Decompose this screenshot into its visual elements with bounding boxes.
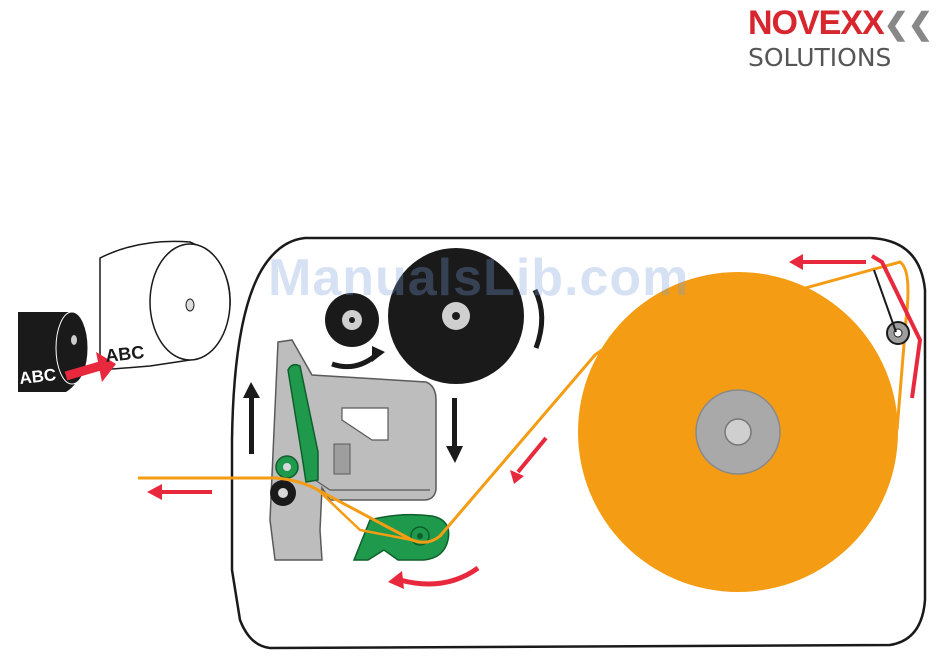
brand-wordmark: NOVEXX	[748, 4, 884, 42]
white-roll-core	[186, 299, 194, 311]
printed-sheet-text: ABC	[104, 342, 145, 366]
label-roll-core	[725, 419, 751, 445]
brand-name: NOVEXX❮❮	[748, 6, 932, 42]
guide-roller-center	[283, 463, 291, 471]
ribbon-rewind-core	[349, 317, 355, 323]
print-roller-center	[278, 488, 288, 498]
dispense-roller-center	[417, 533, 423, 539]
ribbon-down-arrow-shaft	[452, 398, 457, 446]
lift-arrow-shaft	[249, 396, 254, 454]
ribbon-supply-core	[452, 312, 460, 320]
chevrons-icon: ❮❮	[884, 8, 932, 41]
black-ribbon-roll-core	[71, 335, 77, 345]
brand-logo: NOVEXX❮❮ SOLUTIONS	[748, 6, 932, 72]
arrow-exit-head	[147, 484, 162, 500]
brand-subtitle: SOLUTIONS	[748, 44, 932, 72]
mechanism-slot	[334, 444, 350, 474]
ribbon-roll-text: ABC	[18, 365, 57, 388]
